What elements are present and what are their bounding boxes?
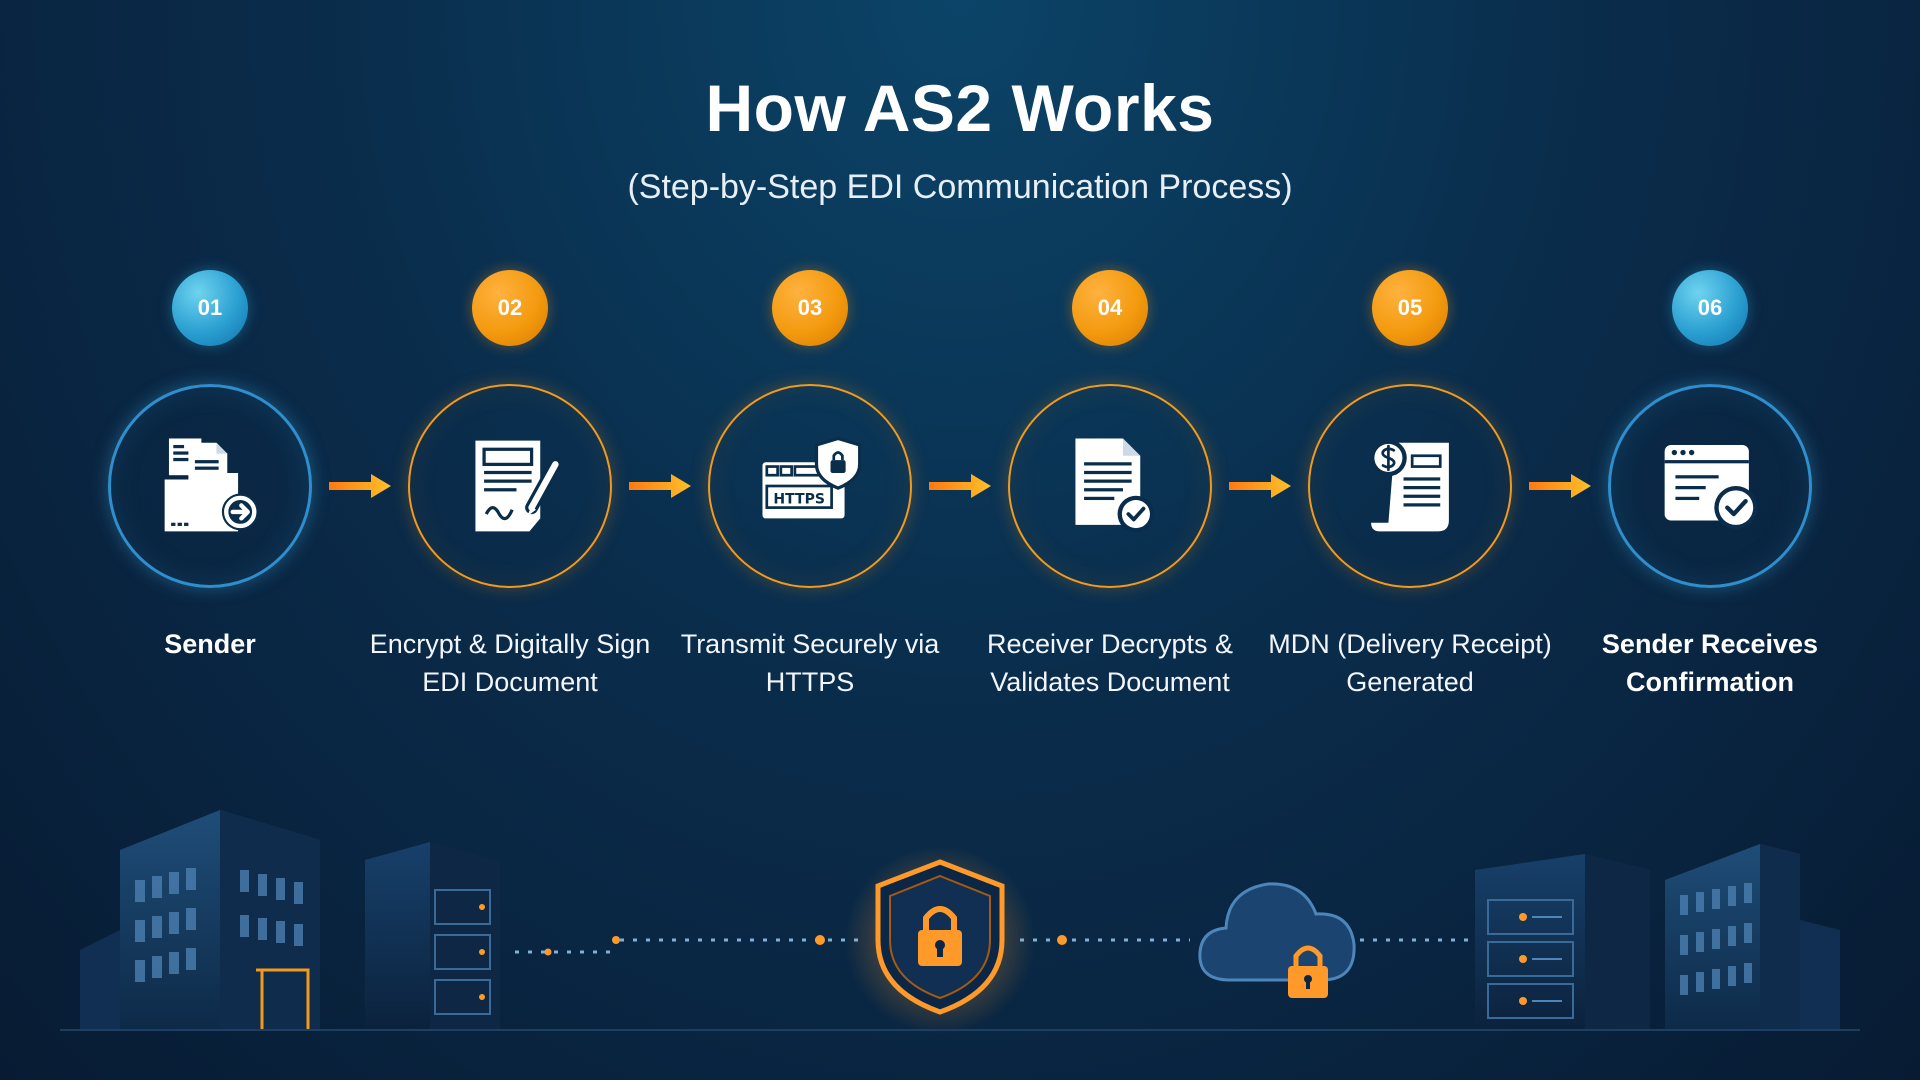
step-label: Transmit Securely via HTTPS <box>680 629 940 697</box>
security-shield-icon <box>845 845 1035 1035</box>
office-building-left <box>80 810 320 1030</box>
flow-arrow <box>929 474 991 498</box>
step-number-badge: 01 <box>172 270 248 346</box>
server-rack-right <box>1475 854 1650 1030</box>
step-icon-ring <box>108 384 312 588</box>
flow-arrow <box>1529 474 1591 498</box>
step-icon-ring: HTTPS <box>708 384 912 588</box>
step-number-badge: 06 <box>1672 270 1748 346</box>
signed-document-icon <box>475 440 562 532</box>
step-label: Sender Receives Confirmation <box>1601 629 1819 697</box>
flow-arrow <box>329 474 391 498</box>
page-subtitle: (Step-by-Step EDI Communication Process) <box>627 168 1293 206</box>
step-label: Receiver Decrypts & Validates Document <box>986 629 1234 697</box>
flow-arrow <box>1229 474 1291 498</box>
step-icon-ring <box>1608 384 1812 588</box>
server-rack-left <box>365 842 500 1030</box>
office-building-right <box>1665 844 1840 1030</box>
step-label: Encrypt & Digitally Sign EDI Document <box>369 629 651 697</box>
step-icon-ring <box>1008 384 1212 588</box>
step-number-badge: 05 <box>1372 270 1448 346</box>
validated-document-icon <box>1075 438 1155 533</box>
https-text: HTTPS <box>773 491 825 507</box>
flow-arrow <box>629 474 691 498</box>
cloud-lock-icon <box>1198 882 1356 998</box>
step-label: Sender <box>164 629 256 659</box>
step-number-badge: 03 <box>772 270 848 346</box>
step-icon-ring <box>408 384 612 588</box>
step-icon-ring <box>1308 384 1512 588</box>
network-scene-illustration <box>60 810 1860 1035</box>
receipt-icon <box>1370 439 1449 532</box>
page-title: How AS2 Works <box>705 71 1215 145</box>
step-label: MDN (Delivery Receipt) Generated <box>1268 629 1552 697</box>
step-number-badge: 02 <box>472 270 548 346</box>
https-browser-shield-icon: HTTPS <box>762 436 862 519</box>
step-number-badge: 04 <box>1072 270 1148 346</box>
window-check-icon <box>1664 444 1758 530</box>
folder-document-send-icon <box>164 438 259 532</box>
